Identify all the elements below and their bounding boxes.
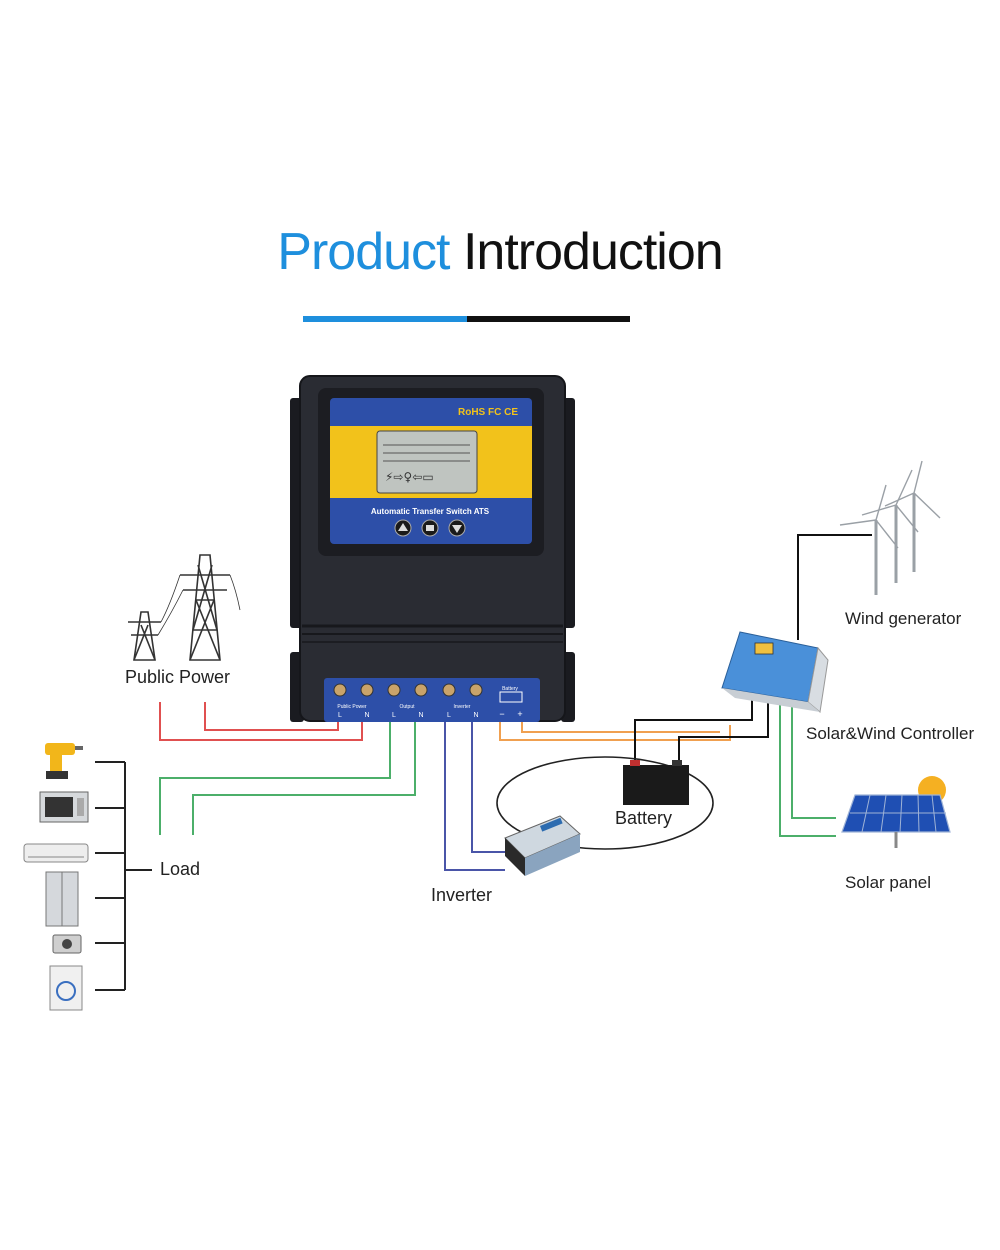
ats-device: ⚡⇨♀⇦▭ xyxy=(290,375,575,722)
label-solar-wind-controller: Solar&Wind Controller xyxy=(806,724,975,743)
washing-machine-icon xyxy=(49,965,83,1011)
terminal-letter: N xyxy=(364,712,369,719)
battery-wires xyxy=(499,722,731,741)
label-wind-generator: Wind generator xyxy=(845,609,962,628)
label-solar-panel: Solar panel xyxy=(845,873,932,892)
controller-icon xyxy=(721,631,829,713)
public-power-wires xyxy=(159,702,363,741)
solar-wires xyxy=(779,702,836,837)
svg-text:⚡⇨♀⇦▭: ⚡⇨♀⇦▭ xyxy=(385,470,434,484)
terminal-letter: N xyxy=(418,712,423,719)
label-battery: Battery xyxy=(615,808,673,828)
battery-icon xyxy=(623,760,689,805)
terminal-letter: N xyxy=(473,712,478,719)
microwave-icon xyxy=(39,791,89,823)
title-underline xyxy=(303,316,630,322)
device-name: Automatic Transfer Switch ATS xyxy=(371,507,490,516)
battery-plus: + xyxy=(517,709,522,719)
inverter-wires xyxy=(444,722,505,871)
terminal-group-output: Output xyxy=(399,704,415,710)
terminal-letter: L xyxy=(338,712,342,719)
air-conditioner-icon xyxy=(23,843,89,863)
terminal-group-inverter: Inverter xyxy=(454,704,471,710)
drill-icon xyxy=(45,743,83,779)
terminal-group-battery: Battery xyxy=(502,686,518,692)
terminal-group-public-power: Public Power xyxy=(337,704,367,710)
terminal-letter: L xyxy=(392,712,396,719)
label-public-power: Public Power xyxy=(125,667,231,687)
page-title: Product Introduction xyxy=(0,222,1000,282)
battery-inverter-loop xyxy=(496,756,714,850)
load-wires xyxy=(159,722,416,835)
load-bracket xyxy=(95,761,152,991)
cert-marks: RoHS FC CE xyxy=(458,407,518,418)
label-inverter: Inverter xyxy=(431,885,493,905)
wind-wire xyxy=(797,534,872,640)
controller-battery-wires xyxy=(634,700,769,763)
label-load: Load xyxy=(160,859,201,879)
power-tower-icon xyxy=(128,554,241,661)
refrigerator-icon xyxy=(45,871,79,927)
battery-terminal-icon xyxy=(499,691,523,703)
wind-turbine-icon xyxy=(839,460,941,595)
terminal-screws xyxy=(333,683,483,697)
terminal-letter: L xyxy=(447,712,451,719)
camera-icon xyxy=(52,934,82,954)
title-part1: Product xyxy=(277,223,450,281)
inverter-icon xyxy=(504,815,581,876)
title-part2: Introduction xyxy=(462,223,724,281)
solar-panel-icon xyxy=(841,776,951,848)
battery-minus: − xyxy=(499,709,504,719)
